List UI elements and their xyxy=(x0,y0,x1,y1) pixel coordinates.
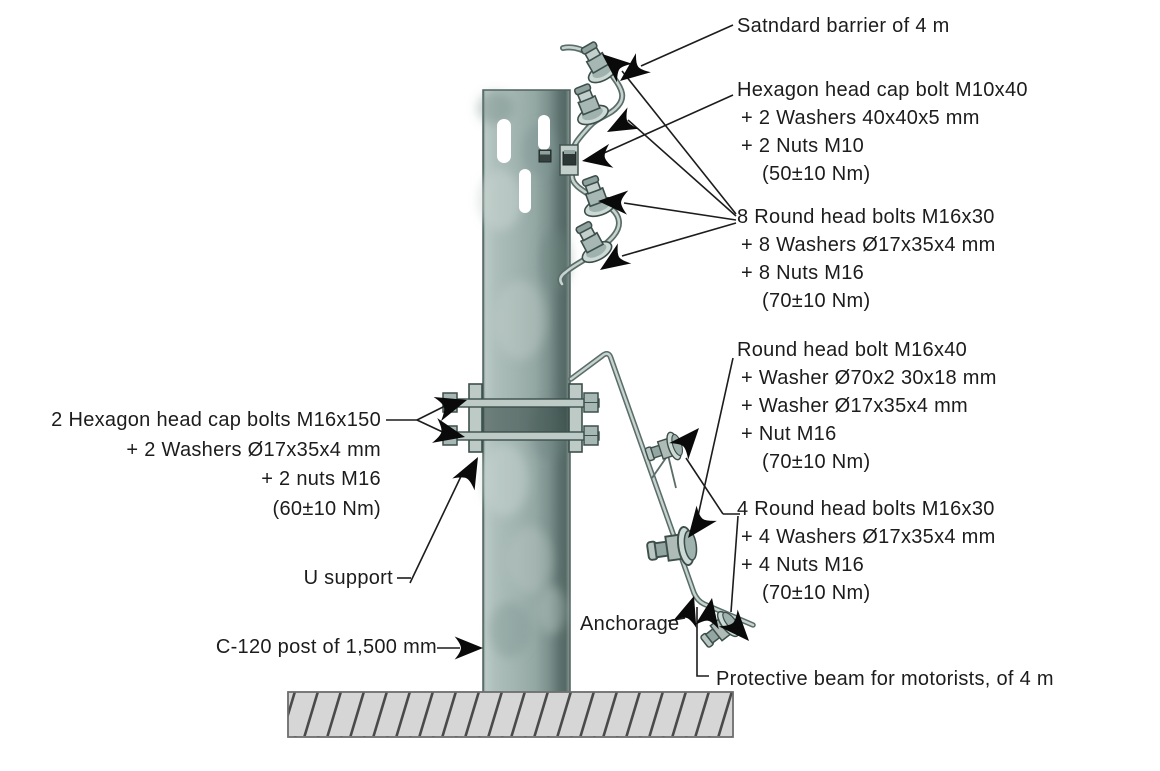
leader-lines xyxy=(386,24,740,677)
round-head-bolt xyxy=(573,171,619,221)
post-slot xyxy=(497,119,511,163)
m10-bolt-bracket xyxy=(559,144,579,176)
leader-protective-beam xyxy=(696,607,709,677)
label-2-hex-cap-bolts: 2 Hexagon head cap bolts M16x150 + 2 Was… xyxy=(51,409,381,520)
label-c120-post: C-120 post of 1,500 mm xyxy=(215,636,437,658)
leader-standard-barrier xyxy=(640,24,734,67)
label-4-round-bolts: 4 Round head bolts M16x30 + 4 Washers Ø1… xyxy=(737,498,996,604)
leader-m10-bolt xyxy=(603,94,734,154)
round-head-bolt xyxy=(565,79,612,130)
leader-u-support xyxy=(409,469,465,584)
label-standard-barrier: Satndard barrier of 4 m xyxy=(737,15,950,37)
label-8-round-bolts: 8 Round head bolts M16x30 + 8 Washers Ø1… xyxy=(737,206,996,312)
leader-m16x40 xyxy=(695,357,734,526)
leader-8-round-3 xyxy=(623,202,737,221)
leader-8-round-4 xyxy=(621,222,737,257)
post-slot xyxy=(538,115,550,150)
post-slot xyxy=(519,169,531,213)
arrow-to-m10-bolt xyxy=(579,143,614,173)
label-anchorage: Anchorage xyxy=(580,613,680,635)
label-hex-cap-bolt-m10: Hexagon head cap bolt M10x40 + 2 Washers… xyxy=(737,79,1028,185)
post-face-bolt xyxy=(538,149,552,163)
barrier-rail xyxy=(557,44,626,287)
arrows xyxy=(431,44,759,660)
leader-anchorage xyxy=(667,617,686,622)
label-round-bolt-m16x40: Round head bolt M16x40 + Washer Ø70x2 30… xyxy=(737,339,997,473)
leader-4-round-up xyxy=(685,457,724,515)
leader-4-round-down xyxy=(730,515,739,613)
label-u-support: U support xyxy=(303,567,393,589)
u-support xyxy=(442,383,600,453)
c120-post xyxy=(477,89,571,695)
label-protective-beam: Protective beam for motorists, of 4 m xyxy=(716,668,1054,690)
ground xyxy=(287,691,734,738)
leader-8-round-2 xyxy=(627,119,737,217)
leader-8-round-1 xyxy=(621,70,737,215)
